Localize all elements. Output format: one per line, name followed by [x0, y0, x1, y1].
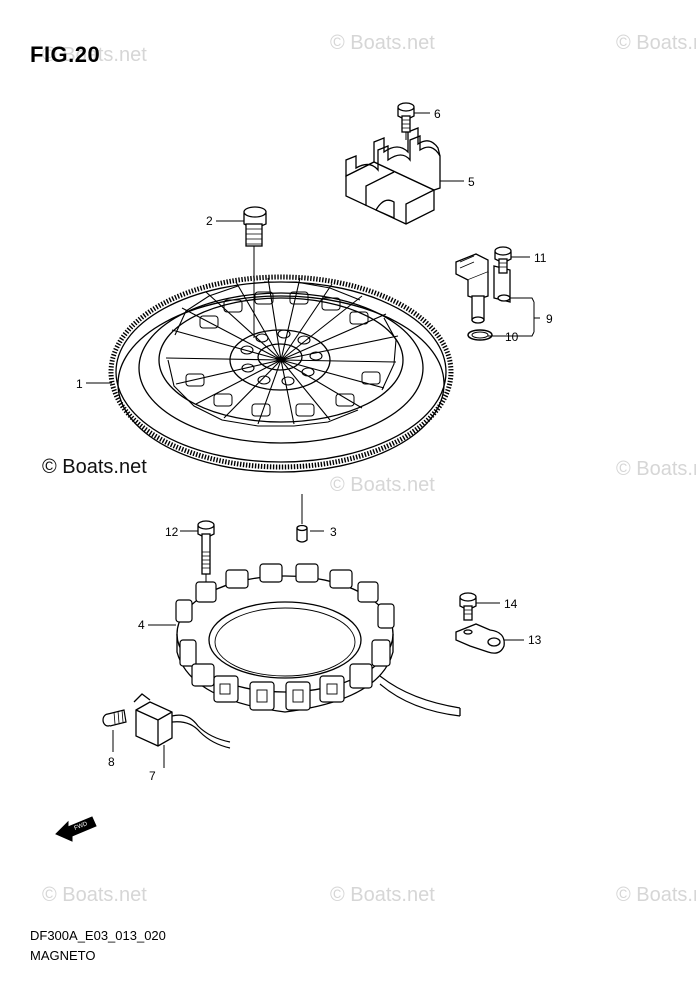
stator-lead-wire: [379, 675, 461, 717]
harness-holder: [345, 127, 441, 225]
flywheel-outer-rim: [115, 281, 447, 463]
wire-clamp: [455, 623, 505, 654]
watermark-top-left: © Boats.net: [42, 44, 147, 66]
watermark-bottom-center: © Boats.net: [330, 884, 435, 906]
stator-coil-terminals: [219, 683, 338, 703]
fwd-label: FWD: [74, 821, 90, 832]
callout-13: 13: [528, 633, 542, 647]
flywheel-ring-gear-teeth: [108, 274, 454, 470]
callout-12: 12: [165, 525, 179, 539]
flywheel-rim-bottom: [117, 295, 445, 473]
pulser-coil: [133, 693, 231, 749]
sensor-bolt: [494, 246, 512, 274]
callout-1: 1: [76, 377, 83, 391]
flywheel-fan-blades: [165, 277, 399, 427]
figure-code: DF300A_E03_013_020: [30, 928, 166, 943]
fwd-arrow-icon: FWD: [55, 816, 97, 842]
flywheel-inner-rim: [138, 292, 424, 444]
flywheel: [108, 274, 454, 473]
flywheel-hub: [229, 329, 331, 391]
stator: [175, 563, 461, 717]
sensor-o-ring: [467, 329, 493, 341]
watermark-bottom-right: © Boats.net: [616, 884, 696, 906]
stator-inner-bore: [208, 601, 362, 679]
watermark-mid-right: © Boats.net: [616, 458, 696, 480]
callout-10: 10: [505, 330, 519, 344]
watermark-top-right: © Boats.net: [616, 32, 696, 54]
callout-7: 7: [149, 769, 156, 783]
clamp-bolt: [459, 592, 477, 621]
callout-14: 14: [504, 597, 518, 611]
callout-9: 9: [546, 312, 553, 326]
callout-5: 5: [468, 175, 475, 189]
flywheel-hub-inner: [257, 343, 303, 371]
callout-4: 4: [138, 618, 145, 632]
callout-6: 6: [434, 107, 441, 121]
flywheel-fan-outer: [158, 297, 404, 423]
figure-name: MAGNETO: [30, 948, 96, 963]
leader-lines: [86, 112, 540, 768]
pulser-screw: [102, 709, 127, 727]
flywheel-hub-bolt-holes: [240, 329, 323, 386]
flywheel-bolt: [243, 206, 267, 338]
holder-bolt: [397, 102, 415, 140]
callout-11: 11: [534, 251, 547, 265]
watermark-bottom-left: © Boats.net: [42, 884, 147, 906]
flywheel-window-row: [185, 291, 381, 417]
watermark-top-center: © Boats.net: [330, 32, 435, 54]
watermark-mid-center: © Boats.net: [330, 474, 435, 496]
callout-2: 2: [206, 214, 213, 228]
callout-8: 8: [108, 755, 115, 769]
callout-3: 3: [330, 525, 337, 539]
stator-coils: [175, 563, 395, 711]
watermark-primary: © Boats.net: [42, 456, 147, 478]
callout-numbers: 1 2 3 4 5 6 7 8 9 10 11 12 13 14: [76, 107, 553, 783]
dowel-pin: [296, 494, 308, 543]
figure-title: FIG.20: [30, 42, 101, 67]
crank-position-sensor: [455, 253, 511, 324]
